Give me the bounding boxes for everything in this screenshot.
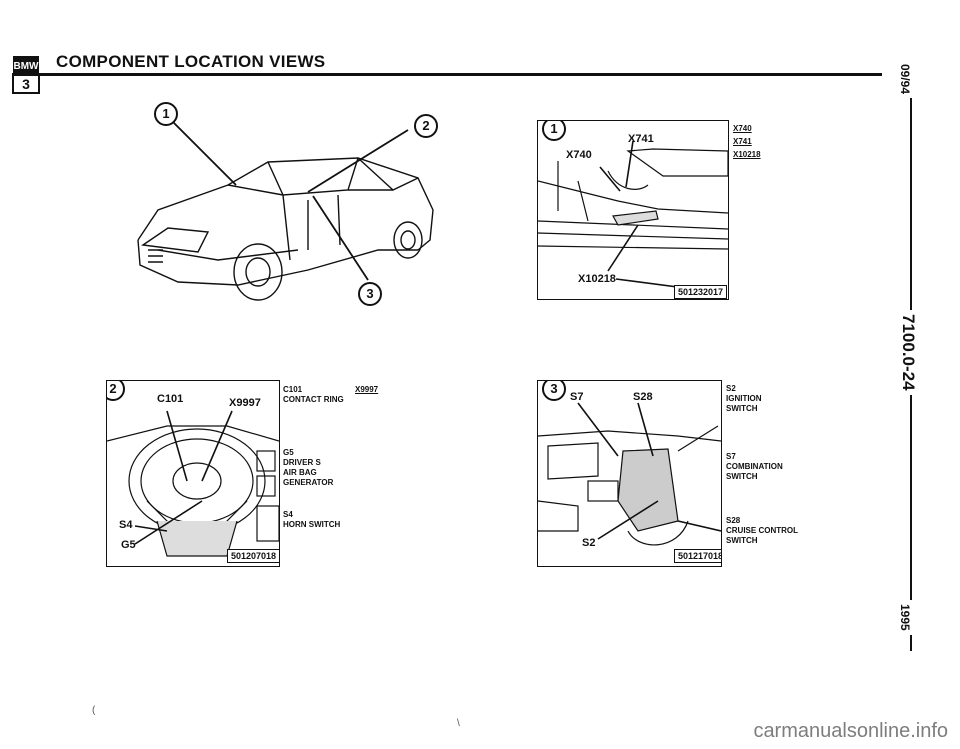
legend-x741: X741: [733, 137, 752, 146]
view-2-label-g5: G5: [121, 539, 136, 551]
legend-c101-extra: X9997: [355, 385, 379, 394]
car-overview: 1 2 3: [118, 100, 448, 320]
legend-s2-code: S2: [726, 384, 736, 393]
page-title: COMPONENT LOCATION VIEWS: [56, 52, 326, 71]
overview-callout-2: 2: [414, 114, 438, 138]
legend-c101-code: C101: [283, 385, 303, 394]
view-1-number: 1: [542, 121, 566, 141]
legend-s2: S2 IGNITION SWITCH: [726, 384, 798, 414]
stray-mark-left: (: [92, 705, 96, 716]
view-1-ref: 501232017: [674, 285, 728, 299]
legend-s7-desc-1: COMBINATION: [726, 462, 783, 471]
view-3-drawing: [538, 402, 721, 546]
view-2-panel: 2 C101 X9997 S4 G5 501207018: [106, 380, 280, 567]
side-date: 09/94: [898, 60, 912, 99]
logo-series: 3: [22, 76, 30, 92]
side-code: 7100.0-24: [898, 310, 918, 395]
legend-s28-desc-2: SWITCH: [726, 536, 758, 545]
view-2-drawing: [107, 410, 279, 557]
legend-g5-desc-3: GENERATOR: [283, 478, 334, 487]
legend-g5-code: G5: [283, 448, 294, 457]
car-drawing: [137, 121, 434, 301]
overview-callout-1: 1: [154, 102, 178, 126]
stray-mark-center: \: [457, 718, 460, 729]
view-3-legend: S2 IGNITION SWITCH S7 COMBINATION SWITCH…: [726, 384, 798, 546]
legend-s28-code: S28: [726, 516, 741, 525]
view-3-label-s2: S2: [582, 537, 596, 549]
legend-c101-desc: CONTACT RING: [283, 395, 344, 404]
view-3-label-s28: S28: [633, 391, 653, 403]
view-2-number: 2: [107, 381, 125, 401]
view-3-label-s7: S7: [570, 391, 584, 403]
legend-s7-code: S7: [726, 452, 736, 461]
view-2-ref: 501207018: [227, 549, 279, 563]
legend-s28-desc-1: CRUISE CONTROL: [726, 526, 798, 535]
view-2-label-c101: C101: [157, 393, 184, 405]
view-3-panel: 3 S7 S28 S2 501217018: [537, 380, 722, 567]
view-3-ref: 501217018: [674, 549, 721, 563]
legend-x740: X740: [733, 124, 752, 133]
legend-c101: C101 X9997 CONTACT RING: [283, 385, 403, 405]
view-2-label-s4: S4: [119, 519, 133, 531]
overview-callout-3: 3: [358, 282, 382, 306]
view-1-legend: X740 X741 X10218: [733, 124, 761, 160]
side-year: 1995: [898, 600, 912, 635]
legend-s28: S28 CRUISE CONTROL SWITCH: [726, 516, 798, 546]
view-1-drawing: [538, 140, 728, 292]
legend-s7-desc-2: SWITCH: [726, 472, 758, 481]
legend-s2-desc-1: IGNITION: [726, 394, 762, 403]
watermark: carmanualsonline.info: [753, 720, 948, 742]
view-3-number: 3: [542, 381, 566, 401]
logo-brand: BMW: [14, 61, 40, 72]
view-2-legend: C101 X9997 CONTACT RING G5 DRIVER S AIR …: [283, 385, 403, 530]
header-rule: [12, 73, 882, 76]
view-1-label-x740: X740: [566, 149, 592, 161]
view-1-label-x10218: X10218: [578, 273, 616, 285]
legend-s4: S4 HORN SWITCH: [283, 510, 403, 530]
view-2-label-x9997: X9997: [229, 397, 261, 409]
view-1-panel: 1 X741 X740 X10218 501232017: [537, 120, 729, 300]
legend-s4-code: S4: [283, 510, 293, 519]
legend-s2-desc-2: SWITCH: [726, 404, 758, 413]
view-1-label-x741: X741: [628, 133, 654, 145]
legend-s4-desc: HORN SWITCH: [283, 520, 341, 529]
legend-g5-desc-2: AIR BAG: [283, 468, 317, 477]
legend-x10218: X10218: [733, 150, 761, 159]
legend-g5: G5 DRIVER S AIR BAG GENERATOR: [283, 448, 403, 488]
legend-s7: S7 COMBINATION SWITCH: [726, 452, 798, 482]
legend-g5-desc-1: DRIVER S: [283, 458, 321, 467]
